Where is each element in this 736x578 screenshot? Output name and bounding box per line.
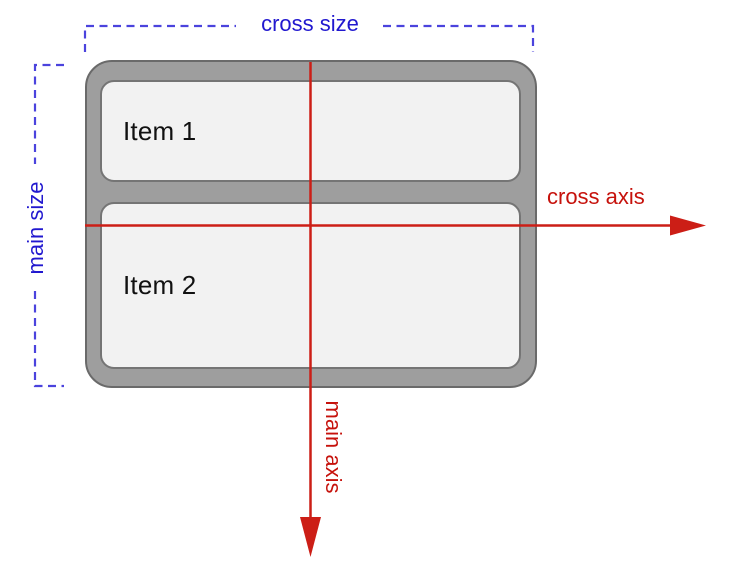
flex-item-2-label: Item 2	[123, 270, 197, 300]
main-axis-label: main axis	[321, 400, 346, 494]
cross-axis-arrowhead-icon	[670, 215, 706, 236]
main-size-label: main size	[23, 181, 48, 275]
flex-item-1: Item 1	[100, 80, 521, 182]
cross-size-label: cross size	[261, 11, 359, 36]
flex-container: Item 1 Item 2	[85, 60, 537, 388]
main-axis-arrowhead-icon	[300, 517, 321, 557]
cross-axis-label: cross axis	[547, 184, 645, 209]
cross-size-bracket-right	[383, 24, 535, 52]
main-size-bracket-top	[33, 63, 64, 164]
main-size-bracket-bottom	[33, 291, 64, 388]
cross-size-bracket-left	[83, 24, 236, 52]
flex-item-1-label: Item 1	[123, 115, 197, 146]
flex-item-2: Item 2	[100, 202, 521, 369]
